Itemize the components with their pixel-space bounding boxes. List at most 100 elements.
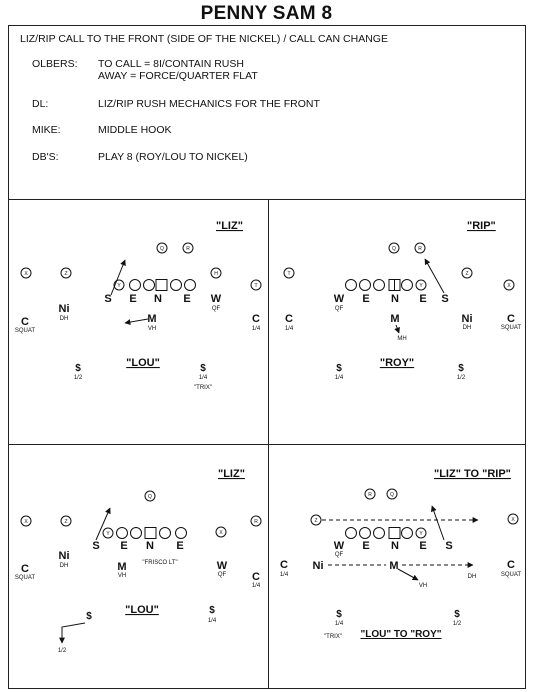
- safety-2: $: [454, 609, 460, 620]
- rush-arrow: [110, 259, 126, 296]
- coverage-label: "LOU" TO "ROY": [360, 629, 441, 640]
- player-q: Q: [148, 494, 152, 500]
- player-x2: X: [219, 530, 223, 536]
- corner-right: C: [252, 571, 260, 583]
- note-key-olbers: OLBERS:: [32, 58, 78, 70]
- nickel: Ni: [59, 550, 70, 562]
- call-label: "LIZ" TO "RIP": [434, 468, 511, 480]
- player-t: T: [254, 283, 257, 289]
- safety-1: $: [75, 363, 81, 374]
- rush-arrow: [430, 505, 445, 541]
- divider-vertical: [268, 199, 269, 689]
- mike-arrow: [124, 318, 149, 326]
- panel-top-left: "LIZ" Q R X Z T Y H S E: [15, 220, 262, 391]
- player-h: H: [214, 271, 218, 277]
- mike-assignment: MH: [397, 336, 406, 342]
- mike-assignment: VH: [419, 583, 427, 589]
- note-line-call: LIZ/RIP CALL TO THE FRONT (SIDE OF THE N…: [20, 33, 388, 45]
- player-z: Z: [314, 518, 317, 524]
- player-z: Z: [465, 271, 468, 277]
- dl-n: N: [391, 540, 399, 552]
- safety-1-arrow: [59, 622, 86, 644]
- corner-left-assignment: 1/4: [285, 326, 294, 332]
- corner-left-assignment: SQUAT: [15, 328, 36, 334]
- player-q: Q: [392, 246, 396, 252]
- player-q-circle: [156, 242, 168, 254]
- mike-assignment: VH: [148, 326, 156, 332]
- corner-left-assignment: 1/4: [280, 572, 289, 578]
- mike-arrow: [394, 324, 400, 334]
- corner-left: C: [21, 316, 29, 328]
- player-t-circle: [250, 279, 262, 291]
- panel-bottom-left: "LIZ" Q X Z X R Y S E N E: [15, 468, 262, 654]
- mike: M: [117, 561, 126, 573]
- safety-2-assignment: 1/4: [208, 618, 217, 624]
- dl-w: W: [334, 540, 345, 552]
- player-y: Y: [419, 531, 423, 537]
- w-assignment: QF: [212, 306, 221, 312]
- dl-e: E: [129, 293, 136, 305]
- dl-e2: E: [419, 293, 426, 305]
- dl-s: S: [445, 540, 452, 552]
- player-q: Q: [390, 492, 394, 498]
- diagram-frame: [8, 25, 526, 689]
- safety-1: $: [336, 363, 342, 374]
- safety-1: $: [336, 609, 342, 620]
- panel-bottom-right: "LIZ" TO "RIP" R Q Z X Y W E N E: [280, 468, 522, 640]
- player-y-circle: [113, 279, 125, 291]
- mike-assignment: VH: [118, 573, 126, 579]
- corner-right: C: [252, 313, 260, 325]
- note-val-olbers-2: AWAY = FORCE/QUARTER FLAT: [98, 70, 258, 82]
- corner-right: C: [507, 313, 515, 325]
- corner-left: C: [285, 313, 293, 325]
- dl-s: S: [441, 293, 448, 305]
- dl-w: W: [211, 293, 222, 305]
- safety-2-assignment: 1/2: [453, 621, 462, 627]
- note-val-olbers-1: TO CALL = 8I/CONTAIN RUSH: [98, 58, 244, 70]
- mike: M: [390, 313, 399, 325]
- corner-left: C: [280, 559, 288, 571]
- player-y: Y: [419, 283, 423, 289]
- corner-right-assignment: 1/4: [252, 583, 261, 589]
- divider-top: [8, 199, 526, 200]
- dl-e: E: [362, 540, 369, 552]
- note-val-mike: MIDDLE HOOK: [98, 124, 172, 136]
- nickel-assignment: DH: [60, 316, 69, 322]
- player-r: R: [368, 492, 372, 498]
- safety-2: $: [200, 363, 206, 374]
- trix-note: "TRIX": [324, 634, 342, 640]
- corner-left-assignment: SQUAT: [15, 575, 36, 581]
- frisco-note: "FRISCO LT": [142, 560, 177, 566]
- coverage-label: "LOU": [126, 357, 160, 369]
- player-z: Z: [64, 271, 67, 277]
- note-val-dbs: PLAY 8 (ROY/LOU TO NICKEL): [98, 151, 248, 163]
- nickel-assignment: DH: [60, 563, 69, 569]
- note-key-dbs: DB'S:: [32, 151, 59, 163]
- mike-arrow: [397, 568, 419, 581]
- call-label: "RIP": [467, 220, 496, 232]
- safety-2: $: [458, 363, 464, 374]
- rush-arrow: [95, 507, 111, 541]
- mike: M: [389, 560, 398, 572]
- nickel-assignment: DH: [463, 325, 472, 331]
- nickel: Ni: [462, 313, 473, 325]
- note-key-dl: DL:: [32, 98, 49, 110]
- mike: M: [147, 313, 156, 325]
- safety-1: $: [86, 611, 92, 622]
- dl-e: E: [120, 540, 127, 552]
- player-z: Z: [64, 519, 67, 525]
- player-x: X: [507, 283, 511, 289]
- dl-w: W: [334, 293, 345, 305]
- nickel: Ni: [59, 303, 70, 315]
- page-title: PENNY SAM 8: [200, 3, 333, 24]
- player-r-circle: [182, 242, 194, 254]
- player-z-circle: [60, 267, 72, 279]
- player-r: R: [186, 246, 190, 252]
- safety-2-assignment: 1/4: [199, 375, 208, 381]
- player-x-circle: [20, 267, 32, 279]
- player-h-circle: [210, 267, 222, 279]
- safety-2-assignment: 1/2: [457, 375, 466, 381]
- player-x: X: [511, 517, 515, 523]
- safety-1-assignment: 1/4: [335, 621, 344, 627]
- corner-left: C: [21, 563, 29, 575]
